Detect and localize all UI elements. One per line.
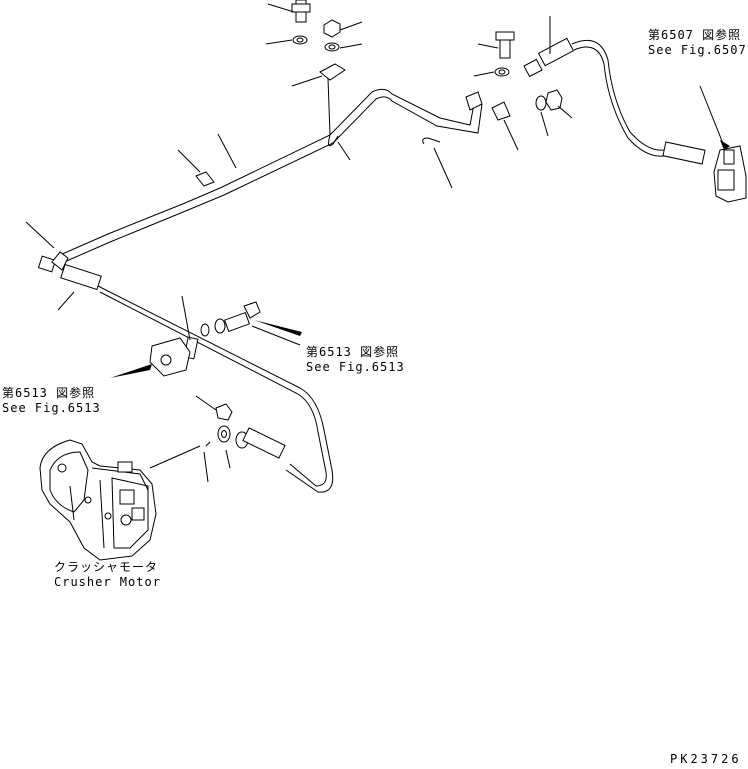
reference-fig6513-middle-en: See Fig.6513 [306,360,405,374]
main-tube [59,88,483,264]
reference-fig6507-en: See Fig.6507 [648,43,747,57]
right-bolt-assembly [422,31,573,189]
top-bolt-assembly [265,0,363,161]
motor-label: クラッシャモータ Crusher Motor [54,560,161,590]
crusher-motor-drawing [39,439,157,561]
reference-fig6513-left: 第6513 図参照 See Fig.6513 [2,386,101,416]
reference-fig6513-left-jp: 第6513 図参照 [2,386,96,400]
reference-arrows [251,325,301,346]
upper-right-hose [523,16,747,203]
middle-bolt [200,301,302,337]
drawing-number: PK23726 [670,752,742,766]
reference-fig6513-left-en: See Fig.6513 [2,401,101,415]
reference-fig6507-jp: 第6507 図参照 [648,28,742,42]
motor-label-en: Crusher Motor [54,575,161,589]
reference-fig6513-middle: 第6513 図参照 See Fig.6513 [306,345,405,375]
left-tube-end [25,133,237,273]
clamp-block [110,337,191,378]
motor-fittings [149,395,286,483]
reference-fig6507: 第6507 図参照 See Fig.6507 [648,28,747,58]
motor-label-jp: クラッシャモータ [54,560,159,574]
reference-fig6513-middle-jp: 第6513 図参照 [306,345,400,359]
lower-hose [57,263,334,493]
